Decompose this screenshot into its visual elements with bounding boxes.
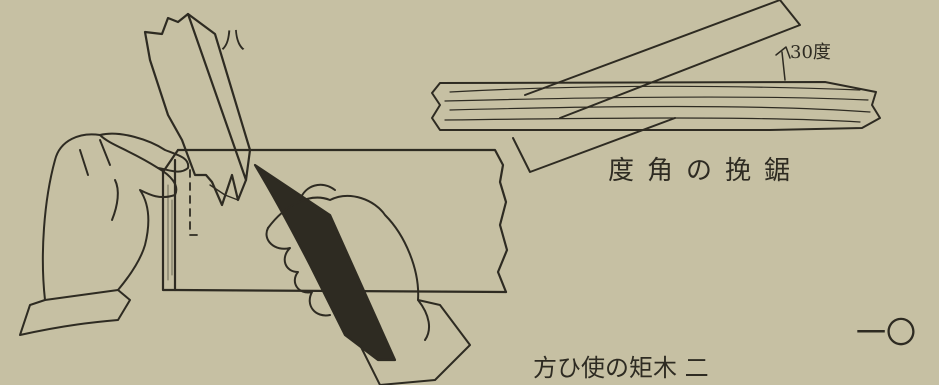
left-hand-drawing bbox=[19, 132, 190, 336]
page-number: 一〇 bbox=[856, 316, 916, 351]
section-title: 方ひ使の矩木 二 bbox=[533, 354, 709, 382]
saw-drawing bbox=[143, 12, 397, 362]
figure-number-label: 八 bbox=[221, 26, 245, 54]
inset-drawing bbox=[431, 0, 881, 173]
angle-label: 30度 bbox=[790, 42, 831, 63]
figure-caption: 度角の挽鋸 bbox=[608, 156, 804, 186]
right-hand-drawing bbox=[265, 183, 471, 385]
board-drawing bbox=[161, 148, 509, 294]
